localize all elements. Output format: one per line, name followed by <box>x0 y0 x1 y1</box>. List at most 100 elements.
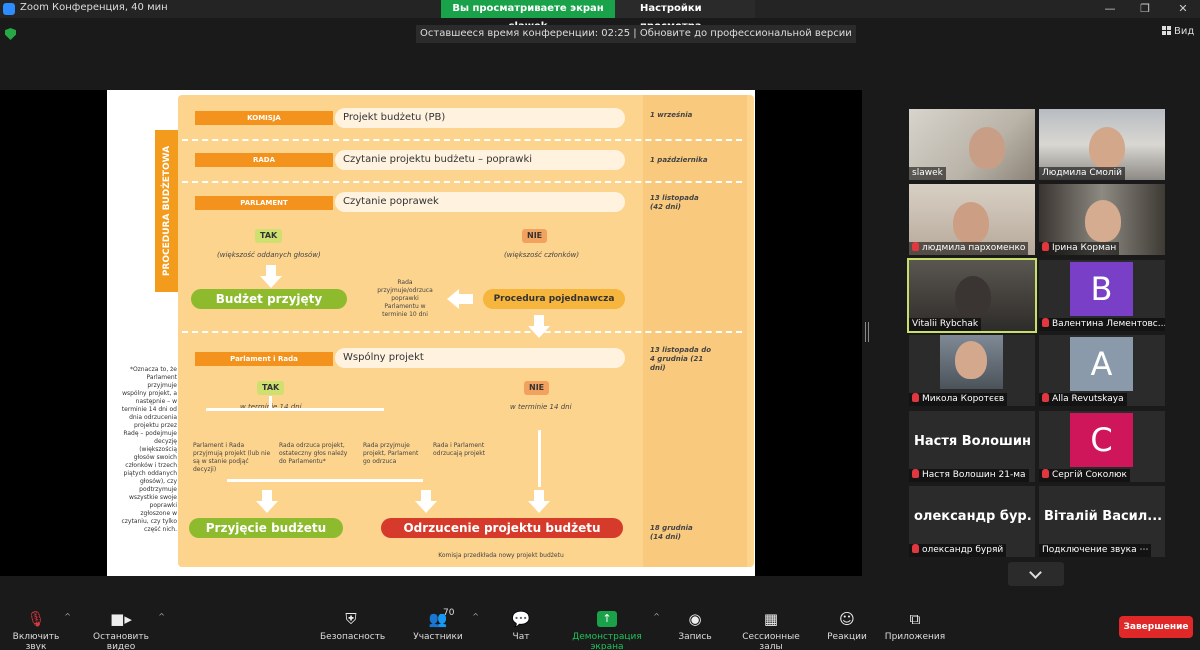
connector <box>538 430 541 487</box>
video-camera-icon: ■▸ <box>110 610 132 628</box>
yes-badge: TAK <box>257 381 285 395</box>
microphone-muted-icon: 🎙 <box>26 610 46 628</box>
participant-name-label: Валентина Лементовс... <box>1039 318 1165 331</box>
participant-tile[interactable]: Настя Волошин... Настя Волошин 21-ма <box>909 411 1035 482</box>
divider <box>182 331 742 333</box>
participant-face <box>955 276 991 318</box>
apps-button[interactable]: ⧉ Приложения <box>884 610 946 642</box>
conciliation-procedure: Procedura pojednawcza <box>483 289 625 309</box>
participant-tile[interactable]: A Alla Revutskaya <box>1039 335 1165 406</box>
microphone-muted-icon <box>912 242 919 251</box>
shared-screen[interactable]: PROCEDURA BUDŻETOWA KOMISJA Projekt budż… <box>0 90 862 576</box>
stage-tag: Parlament i Rada <box>195 352 333 366</box>
reactions-button[interactable]: ☺ Реакции <box>827 610 867 642</box>
stage-date: 13 listopada (42 dni) <box>650 194 699 211</box>
participant-name-label: Сергій Соколюк <box>1039 469 1130 482</box>
share-screen-arrow-icon: ↑ <box>597 611 617 627</box>
microphone-muted-icon <box>912 544 919 553</box>
participant-tile[interactable]: B Валентина Лементовс... <box>1039 260 1165 331</box>
budget-adoption-label: Przyjęcie budżetu <box>189 518 343 538</box>
view-options-button[interactable]: Настройки просмотра ⌄ <box>615 0 755 32</box>
participant-tile[interactable]: людмила пархоменко <box>909 184 1035 255</box>
security-button[interactable]: ⛨ Безопасность <box>320 610 386 642</box>
microphone-muted-icon <box>1042 393 1049 402</box>
no-note: w terminie 14 dni <box>510 403 572 411</box>
participant-name-label: slawek <box>909 167 946 180</box>
arrow-left-icon <box>447 289 473 309</box>
unmute-button[interactable]: 🎙 Включить звук ^ <box>3 604 71 650</box>
share-screen-button[interactable]: ↑ Демонстрация экрана ^ <box>572 611 660 650</box>
view-label: Вид <box>1174 26 1195 37</box>
connector <box>206 408 384 411</box>
participant-tile-active-speaker[interactable]: Vitalii Rybchak <box>907 258 1037 333</box>
stage-date: 13 listopada do 4 grudnia (21 dni) <box>650 346 712 372</box>
microphone-muted-icon <box>912 469 919 478</box>
participant-name-label: людмила пархоменко <box>909 242 1029 255</box>
arrow-down-icon <box>260 265 282 289</box>
chevron-up-icon[interactable]: ^ <box>158 612 165 621</box>
meeting-timer-banner[interactable]: Оставшееся время конференции: 02:25 | Об… <box>416 25 856 43</box>
view-button[interactable]: Вид <box>1162 26 1194 37</box>
sharing-banner: Вы просматриваете экран slawek <box>441 0 615 32</box>
shared-slide: PROCEDURA BUDŻETOWA KOMISJA Projekt budż… <box>107 90 755 576</box>
slide-footnote: *Oznacza to, że Parlament przyjmuje wspó… <box>121 366 177 533</box>
yes-note: (większość oddanych głosów) <box>217 251 321 259</box>
outcome-text: Rada odrzuca projekt, ostateczny głos na… <box>279 442 348 465</box>
participant-tile[interactable]: олександр бур... олександр буряй <box>909 486 1035 557</box>
stage-date: 1 września <box>650 111 693 119</box>
participant-name-label: Vitalii Rybchak <box>909 318 982 331</box>
slide-vertical-label: PROCEDURA BUDŻETOWA <box>155 130 178 292</box>
chevron-up-icon[interactable]: ^ <box>472 612 479 621</box>
participant-tile[interactable]: C Сергій Соколюк <box>1039 411 1165 482</box>
microphone-muted-icon <box>1042 469 1049 478</box>
stage-tag: PARLAMENT <box>195 196 333 210</box>
panel-resize-handle[interactable] <box>865 322 869 342</box>
participant-tile[interactable]: Ірина Корман <box>1039 184 1165 255</box>
stage-date: 18 grudnia (14 dni) <box>650 524 693 541</box>
participant-tile[interactable]: slawek <box>909 109 1035 180</box>
rada-note: Rada przyjmuje/odrzuca poprawki Parlamen… <box>377 279 433 318</box>
participant-name-label: Подключение звука ⋯ <box>1039 544 1152 557</box>
end-meeting-button[interactable]: Завершение <box>1119 616 1193 638</box>
connector <box>269 396 272 408</box>
microphone-muted-icon <box>1042 242 1049 251</box>
participant-name-label: Микола Коротєєв <box>909 393 1008 406</box>
participant-tile[interactable]: Віталій Васил... Подключение звука ⋯ <box>1039 486 1165 557</box>
participant-display-name: Віталій Васил... <box>1044 509 1162 524</box>
stop-video-button[interactable]: ■▸ Остановить видео ^ <box>80 604 165 650</box>
breakout-rooms-icon: ▦ <box>763 610 779 628</box>
close-icon[interactable]: ✕ <box>1178 2 1188 15</box>
participants-button[interactable]: 👥 70 Участники ^ <box>413 608 479 642</box>
budget-adopted-label: Budżet przyjęty <box>191 289 347 309</box>
shield-icon[interactable] <box>5 28 16 40</box>
chevron-up-icon[interactable]: ^ <box>64 612 71 621</box>
stage-text: Czytanie projektu budżetu – poprawki <box>335 150 625 170</box>
apps-icon: ⧉ <box>909 610 921 628</box>
outcome-text: Rada i Parlament odrzucają projekt <box>433 442 486 457</box>
connector <box>227 479 423 482</box>
view-grid-icon <box>1162 26 1171 35</box>
participant-tile[interactable]: Людмила Смолій <box>1039 109 1165 180</box>
maximize-icon[interactable]: ❐ <box>1140 2 1150 15</box>
stage-text: Czytanie poprawek <box>335 192 625 212</box>
no-badge: NIE <box>522 229 548 243</box>
chat-button[interactable]: 💬 Чат <box>509 604 533 650</box>
stage-date: 1 października <box>650 156 708 164</box>
record-button[interactable]: ◉ Запись <box>678 610 712 642</box>
divider <box>182 181 742 183</box>
participant-name-label: Людмила Смолій <box>1039 167 1126 180</box>
divider <box>182 139 742 141</box>
participant-display-name: олександр бур... <box>914 509 1032 524</box>
stage-text: Projekt budżetu (PB) <box>335 108 625 128</box>
participant-face <box>1089 127 1125 169</box>
minimize-icon[interactable]: — <box>1104 2 1116 15</box>
chevron-down-icon[interactable] <box>1008 562 1064 586</box>
breakout-rooms-button[interactable]: ▦ Сессионные залы <box>730 604 812 650</box>
title-bar: Zoom Конференция, 40 мин Вы просматривае… <box>0 0 1200 32</box>
arrow-down-icon <box>528 490 550 514</box>
participant-name-label: Alla Revutskaya <box>1039 393 1127 406</box>
yes-badge: TAK <box>255 229 283 243</box>
budget-rejection-label: Odrzucenie projektu budżetu <box>381 518 623 538</box>
participant-tile[interactable]: Микола Коротєєв <box>909 335 1035 406</box>
chevron-up-icon[interactable]: ^ <box>653 612 660 621</box>
